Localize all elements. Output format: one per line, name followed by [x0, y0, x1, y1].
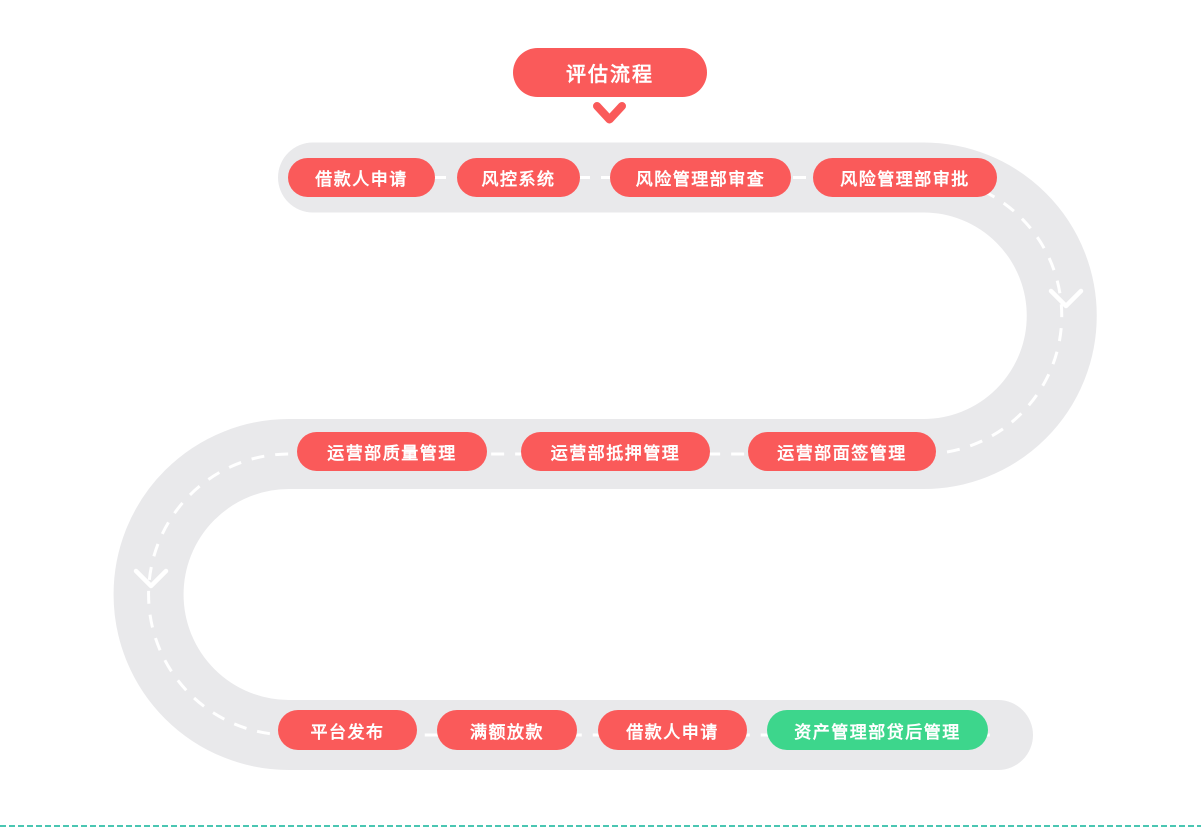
step-label: 风险管理部审查 [635, 170, 766, 189]
step-label: 平台发布 [310, 722, 385, 742]
step-borrower-application-2: 借款人申请 [598, 710, 747, 750]
road-centerline [147, 176, 1064, 737]
step-label: 风险管理部审批 [840, 170, 970, 189]
step-label: 风控系统 [481, 170, 556, 189]
step-risk-dept-approval: 风险管理部审批 [813, 158, 997, 197]
step-platform-release: 平台发布 [278, 710, 417, 750]
flow-title-label: 评估流程 [566, 64, 654, 86]
step-label: 运营部质量管理 [327, 444, 457, 463]
step-risk-dept-review: 风险管理部审查 [610, 158, 791, 197]
step-label: 运营部面签管理 [777, 444, 907, 463]
step-ops-quality-mgmt: 运营部质量管理 [297, 432, 487, 471]
step-borrower-application-1: 借款人申请 [288, 158, 435, 197]
left-curve-arrow-down-icon [133, 568, 169, 589]
step-label: 满额放款 [470, 722, 544, 742]
step-label: 借款人申请 [626, 722, 719, 742]
step-label: 资产管理部贷后管理 [794, 722, 961, 742]
title-chevron-down-icon [593, 102, 626, 124]
step-ops-interview-mgmt: 运营部面签管理 [748, 432, 936, 471]
step-full-amount-lending: 满额放款 [437, 710, 577, 750]
flow-title: 评估流程 [513, 48, 707, 97]
step-asset-mgmt-postloan: 资产管理部贷后管理 [767, 710, 988, 750]
step-ops-mortgage-mgmt: 运营部抵押管理 [521, 432, 710, 471]
step-risk-control-system: 风控系统 [457, 158, 580, 197]
right-curve-arrow-down-icon [1048, 288, 1084, 309]
step-label: 运营部抵押管理 [550, 444, 681, 463]
step-label: 借款人申请 [315, 170, 408, 189]
